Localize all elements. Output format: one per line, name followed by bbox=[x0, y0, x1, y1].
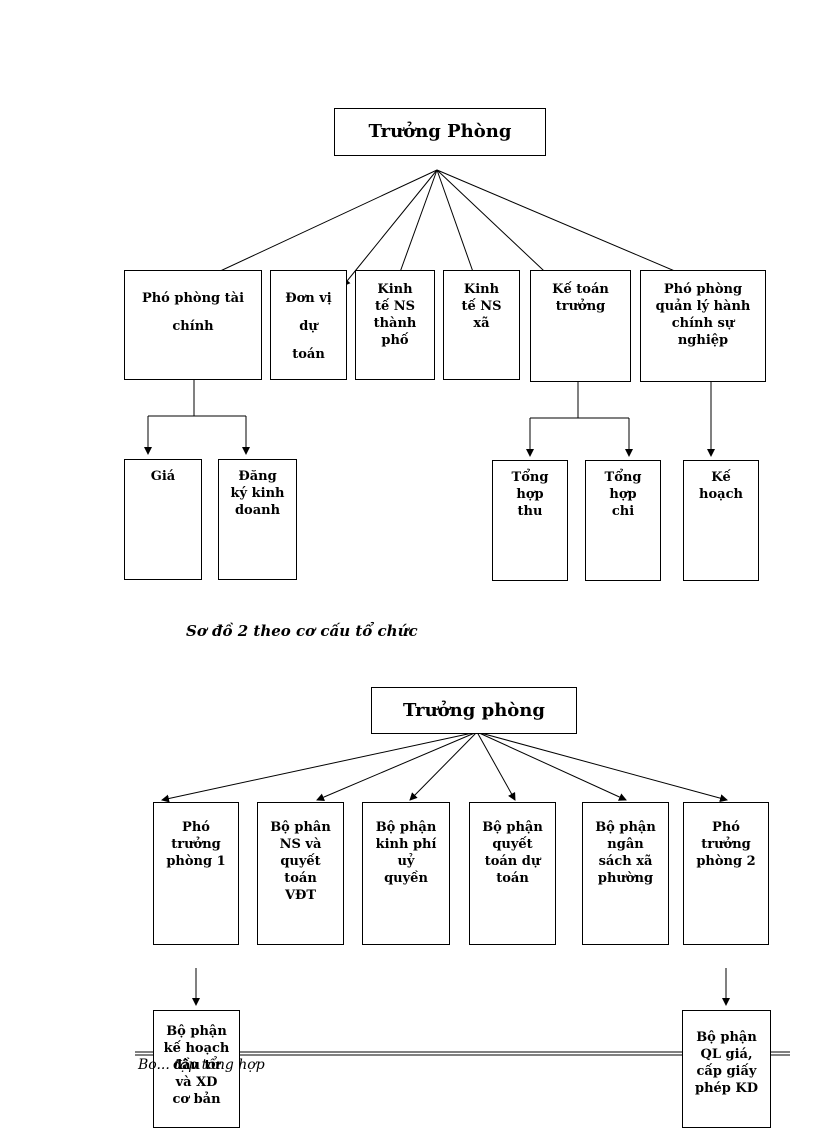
unit-box-kinh-te-ns-xa: Kinh tế NS xã bbox=[443, 270, 520, 380]
unit-box-bo-phan-ngan-sach-xa-phuong: Bộ phận ngân sách xã phường bbox=[582, 802, 669, 945]
subunit-label: Giá bbox=[150, 469, 176, 484]
unit-label: tế NS bbox=[374, 299, 416, 314]
unit-box-pho-truong-phong-2: Phó trưởng phòng 2 bbox=[683, 802, 769, 945]
subunit-box-ql-gia-cap-giay: Bộ phận QL giá, cấp giấy phép KD bbox=[682, 1010, 771, 1128]
unit-label: VĐT bbox=[284, 888, 317, 903]
subunit-label: phép KD bbox=[694, 1081, 758, 1096]
unit-label: Kinh bbox=[377, 282, 413, 297]
subunit-label: kế hoạch bbox=[163, 1041, 230, 1056]
unit-label: phòng 1 bbox=[166, 854, 226, 869]
subunit-label: doanh bbox=[234, 503, 281, 518]
subunit-box-tong-hop-thu: Tổng hợp thu bbox=[492, 460, 568, 581]
unit-box-don-vi-du-toan: Đơn vị dự toán bbox=[270, 270, 347, 380]
unit-label: Bộ phận bbox=[595, 820, 656, 835]
unit-label: chính bbox=[172, 319, 214, 334]
unit-box-pho-truong-phong-1: Phó trưởng phòng 1 bbox=[153, 802, 239, 945]
unit-label: phường bbox=[597, 871, 654, 886]
unit-box-ke-toan-truong: Kế toán trưởng bbox=[530, 270, 631, 382]
subunit-label: hoạch bbox=[699, 487, 743, 502]
unit-label: quản lý hành bbox=[655, 299, 751, 314]
subunit-label: thu bbox=[517, 504, 543, 519]
unit-label: NS và bbox=[279, 837, 322, 852]
subunit-label: Đăng bbox=[238, 469, 277, 484]
unit-label: toán dự bbox=[484, 854, 541, 869]
unit-label: Phó bbox=[712, 820, 740, 835]
subunit-label: chi bbox=[611, 504, 635, 519]
unit-label: quyết bbox=[280, 854, 321, 869]
unit-label: Bộ phận bbox=[375, 820, 437, 835]
subunit-label: QL giá, bbox=[700, 1047, 753, 1062]
unit-label: Kinh bbox=[463, 282, 500, 297]
head-box-2: Trưởng phòng bbox=[371, 687, 577, 734]
unit-box-kinh-te-ns-thanh-pho: Kinh tế NS thành phố bbox=[355, 270, 435, 380]
unit-label: trưởng bbox=[555, 299, 606, 314]
unit-label: sách xã bbox=[598, 854, 653, 869]
unit-label: Bộ phân bbox=[270, 820, 331, 835]
subunit-label: Tổng bbox=[511, 470, 549, 485]
unit-label: Kế toán bbox=[552, 282, 609, 297]
subunit-label: Bộ phận bbox=[166, 1024, 227, 1039]
subunit-label: cơ bản bbox=[172, 1092, 221, 1107]
unit-label: Phó phòng bbox=[663, 282, 743, 297]
unit-label: Bộ phận bbox=[482, 820, 543, 835]
subunit-box-ke-hoach: Kế hoạch bbox=[683, 460, 759, 581]
diagram-caption: Sơ đồ 2 theo cơ cấu tổ chức bbox=[186, 622, 418, 640]
subunit-label: Bộ phận bbox=[696, 1030, 757, 1045]
unit-label: quyền bbox=[384, 871, 428, 886]
unit-label: chính sự bbox=[671, 316, 735, 331]
unit-label: phòng 2 bbox=[696, 854, 756, 869]
subunit-label: đầu tư bbox=[173, 1058, 220, 1073]
unit-label: Phó phòng tài bbox=[141, 291, 245, 306]
unit-label: ngân bbox=[607, 837, 644, 852]
unit-label: uỷ bbox=[397, 854, 415, 869]
unit-label: thành bbox=[373, 316, 417, 331]
unit-box-bo-phan-ns-quyet-toan: Bộ phân NS và quyết toán VĐT bbox=[257, 802, 344, 945]
head-label-2: Trưởng phòng bbox=[403, 699, 545, 721]
unit-box-bo-phan-kinh-phi-uy-quyen: Bộ phận kinh phí uỷ quyền bbox=[362, 802, 450, 945]
subunit-label: cấp giấy bbox=[696, 1064, 757, 1079]
page-footer: Bo... tập tổng hợp bbox=[138, 1057, 265, 1073]
head-label-1: Trưởng Phòng bbox=[368, 121, 512, 142]
subunit-label: hợp bbox=[516, 487, 544, 502]
unit-box-bo-phan-quyet-toan-du-toan: Bộ phận quyết toán dự toán bbox=[469, 802, 556, 945]
subunit-box-dang-ky-kinh-doanh: Đăng ký kinh doanh bbox=[218, 459, 297, 580]
unit-label: trưởng bbox=[171, 837, 221, 852]
unit-label: toán bbox=[292, 347, 325, 362]
unit-label: trưởng bbox=[701, 837, 751, 852]
unit-label: dự bbox=[299, 319, 318, 334]
unit-box-pho-phong-tai-chinh: Phó phòng tài chính bbox=[124, 270, 262, 380]
unit-label: toán bbox=[284, 871, 317, 886]
subunit-box-gia: Giá bbox=[124, 459, 202, 580]
subunit-label: Tổng bbox=[604, 470, 642, 485]
unit-label: Đơn vị bbox=[285, 291, 332, 306]
subunit-label: ký kinh bbox=[230, 486, 285, 501]
unit-label: nghiệp bbox=[677, 333, 729, 348]
unit-label: phố bbox=[381, 333, 409, 348]
unit-label: xã bbox=[473, 316, 490, 331]
unit-label: kinh phí bbox=[375, 837, 437, 852]
unit-label: tế NS bbox=[461, 299, 502, 314]
subunit-label: Kế bbox=[711, 470, 731, 485]
unit-label: Phó bbox=[182, 820, 210, 835]
unit-label: quyết bbox=[492, 837, 533, 852]
unit-label: toán bbox=[496, 871, 529, 886]
subunit-box-tong-hop-chi: Tổng hợp chi bbox=[585, 460, 661, 581]
unit-box-pho-phong-hanh-chinh: Phó phòng quản lý hành chính sự nghiệp bbox=[640, 270, 766, 382]
subunit-label: và XD bbox=[175, 1075, 218, 1090]
subunit-label: hợp bbox=[609, 487, 637, 502]
head-box-1: Trưởng Phòng bbox=[334, 108, 546, 156]
